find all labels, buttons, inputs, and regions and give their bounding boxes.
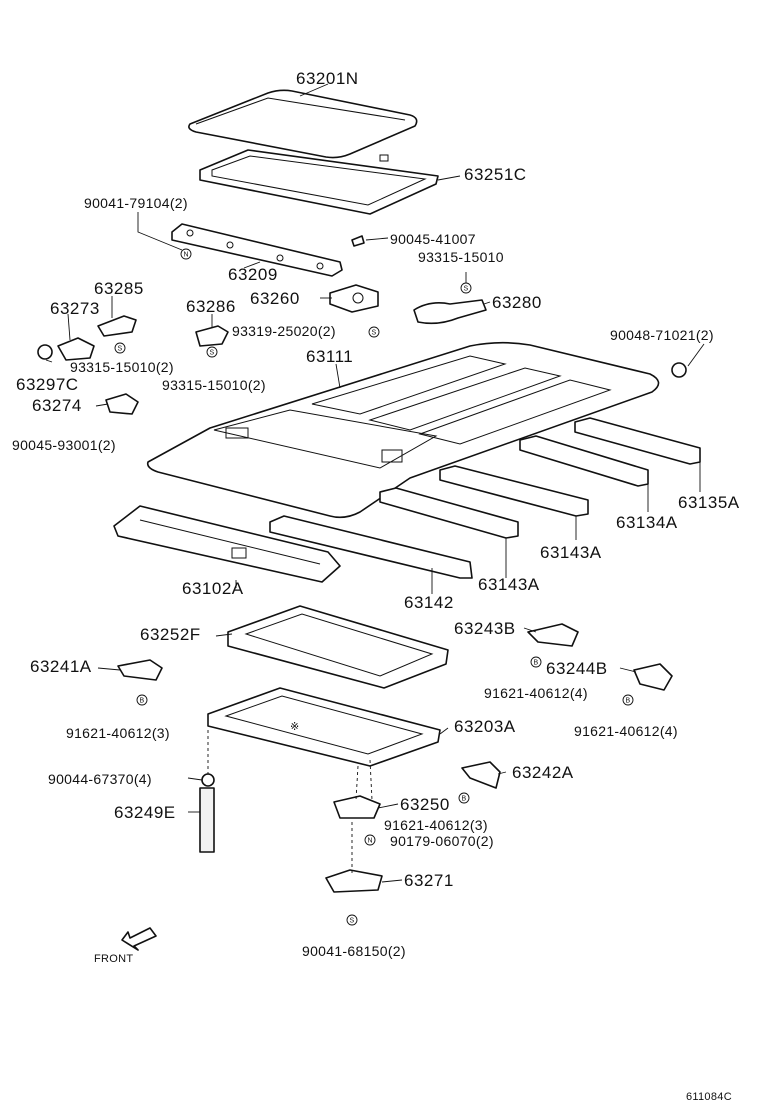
- sunroof-housing: ※: [207, 687, 441, 767]
- bracket-63274: [105, 393, 139, 415]
- bracket-63241A: [117, 659, 163, 681]
- svg-text:※: ※: [290, 721, 300, 733]
- mark-s-90041: S: [346, 914, 358, 926]
- mark-s-63260: S: [368, 326, 380, 338]
- label-90045-93001: 90045-93001(2): [12, 437, 116, 453]
- front-bracket-bar: [171, 223, 343, 277]
- bracket-63271: [325, 869, 383, 893]
- label-63134A: 63134A: [616, 513, 678, 532]
- plug-90048-71021: [671, 362, 687, 378]
- roof-panel: [146, 341, 660, 519]
- mark-b-63242A: B: [458, 792, 470, 804]
- mark-n-top: N: [180, 248, 192, 260]
- label-63111: 63111: [306, 347, 353, 366]
- svg-text:N: N: [368, 838, 373, 845]
- svg-text:S: S: [372, 330, 377, 337]
- mark-b-63244B: B: [622, 694, 634, 706]
- label-90045-41007: 90045-41007: [390, 231, 476, 247]
- mark-s-93315: S: [460, 282, 472, 294]
- roof-bow-63143A-upper: [439, 465, 589, 517]
- label-90041-68150: 90041-68150(2): [302, 943, 406, 959]
- label-63241A: 63241A: [30, 657, 92, 676]
- label-93315-15010-b: 93315-15010(2): [70, 359, 174, 375]
- front-header-panel: [113, 505, 341, 583]
- glass-weatherstrip: [199, 149, 439, 215]
- mark-s-63286: S: [206, 346, 218, 358]
- label-63243B: 63243B: [454, 619, 516, 638]
- label-63286: 63286: [186, 297, 236, 316]
- label-90048-71021: 90048-71021(2): [610, 327, 714, 343]
- label-63102A: 63102A: [182, 579, 244, 598]
- label-63201N: 63201N: [296, 69, 359, 88]
- bracket-63242A: [461, 761, 501, 789]
- svg-text:B: B: [462, 796, 467, 803]
- bracket-63286: [195, 325, 229, 347]
- housing-seal: [227, 605, 449, 689]
- label-91621-40612-4a: 91621-40612(4): [484, 685, 588, 701]
- bracket-63273: [57, 337, 95, 361]
- label-91621-40612-3a: 91621-40612(3): [66, 725, 170, 741]
- mark-s-63285: S: [114, 342, 126, 354]
- drain-hose-63249E: [199, 773, 215, 853]
- label-90044-67370: 90044-67370(4): [48, 771, 152, 787]
- label-63250: 63250: [400, 795, 450, 814]
- front-arrow-icon: [121, 927, 157, 951]
- sunroof-glass: [188, 89, 418, 162]
- label-63252F: 63252F: [140, 625, 201, 644]
- cable-63280: [413, 299, 487, 325]
- svg-text:B: B: [140, 698, 145, 705]
- label-63135A: 63135A: [678, 493, 740, 512]
- label-63142: 63142: [404, 593, 454, 612]
- svg-text:S: S: [118, 346, 123, 353]
- mark-b-63243B: B: [530, 656, 542, 668]
- svg-text:B: B: [534, 660, 539, 667]
- label-63260: 63260: [250, 289, 300, 308]
- bracket-63250: [333, 795, 381, 819]
- front-label: FRONT: [94, 953, 133, 965]
- label-91621-40612-3b: 91621-40612(3): [384, 817, 488, 833]
- svg-text:B: B: [626, 698, 631, 705]
- svg-text:N: N: [184, 252, 189, 259]
- label-63273: 63273: [50, 299, 100, 318]
- roof-bow-63142: [269, 515, 473, 579]
- bracket-63244B: [633, 663, 673, 691]
- bracket-63243B: [527, 623, 579, 647]
- label-63280: 63280: [492, 293, 542, 312]
- clip-90045-41007: [351, 235, 365, 247]
- label-63251C: 63251C: [464, 165, 527, 184]
- label-63242A: 63242A: [512, 763, 574, 782]
- svg-text:S: S: [210, 350, 215, 357]
- label-63143A-upper: 63143A: [540, 543, 602, 562]
- label-63209: 63209: [228, 265, 278, 284]
- roof-bow-63143A-lower: [379, 487, 519, 539]
- label-63143A-lower: 63143A: [478, 575, 540, 594]
- label-63271: 63271: [404, 871, 454, 890]
- drive-gear-63260: [329, 284, 379, 313]
- label-90179-06070: 90179-06070(2): [390, 833, 494, 849]
- bracket-63285: [97, 315, 137, 337]
- mark-b-63241A: B: [136, 694, 148, 706]
- label-93315-15010: 93315-15010: [418, 249, 504, 265]
- svg-text:S: S: [350, 918, 355, 925]
- label-90041-79104: 90041-79104(2): [84, 195, 188, 211]
- label-93315-15010-c: 93315-15010(2): [162, 377, 266, 393]
- mark-n-90179: N: [364, 834, 376, 846]
- label-63297C: 63297C: [16, 375, 79, 394]
- svg-text:S: S: [464, 286, 469, 293]
- plug-63297C: [37, 344, 53, 360]
- label-63249E: 63249E: [114, 803, 176, 822]
- label-63285: 63285: [94, 279, 144, 298]
- label-63274: 63274: [32, 396, 82, 415]
- figure-code: 611084C: [686, 1091, 732, 1103]
- label-63244B: 63244B: [546, 659, 608, 678]
- label-63203A: 63203A: [454, 717, 516, 736]
- label-91621-40612-4b: 91621-40612(4): [574, 723, 678, 739]
- label-93319-25020: 93319-25020(2): [232, 323, 336, 339]
